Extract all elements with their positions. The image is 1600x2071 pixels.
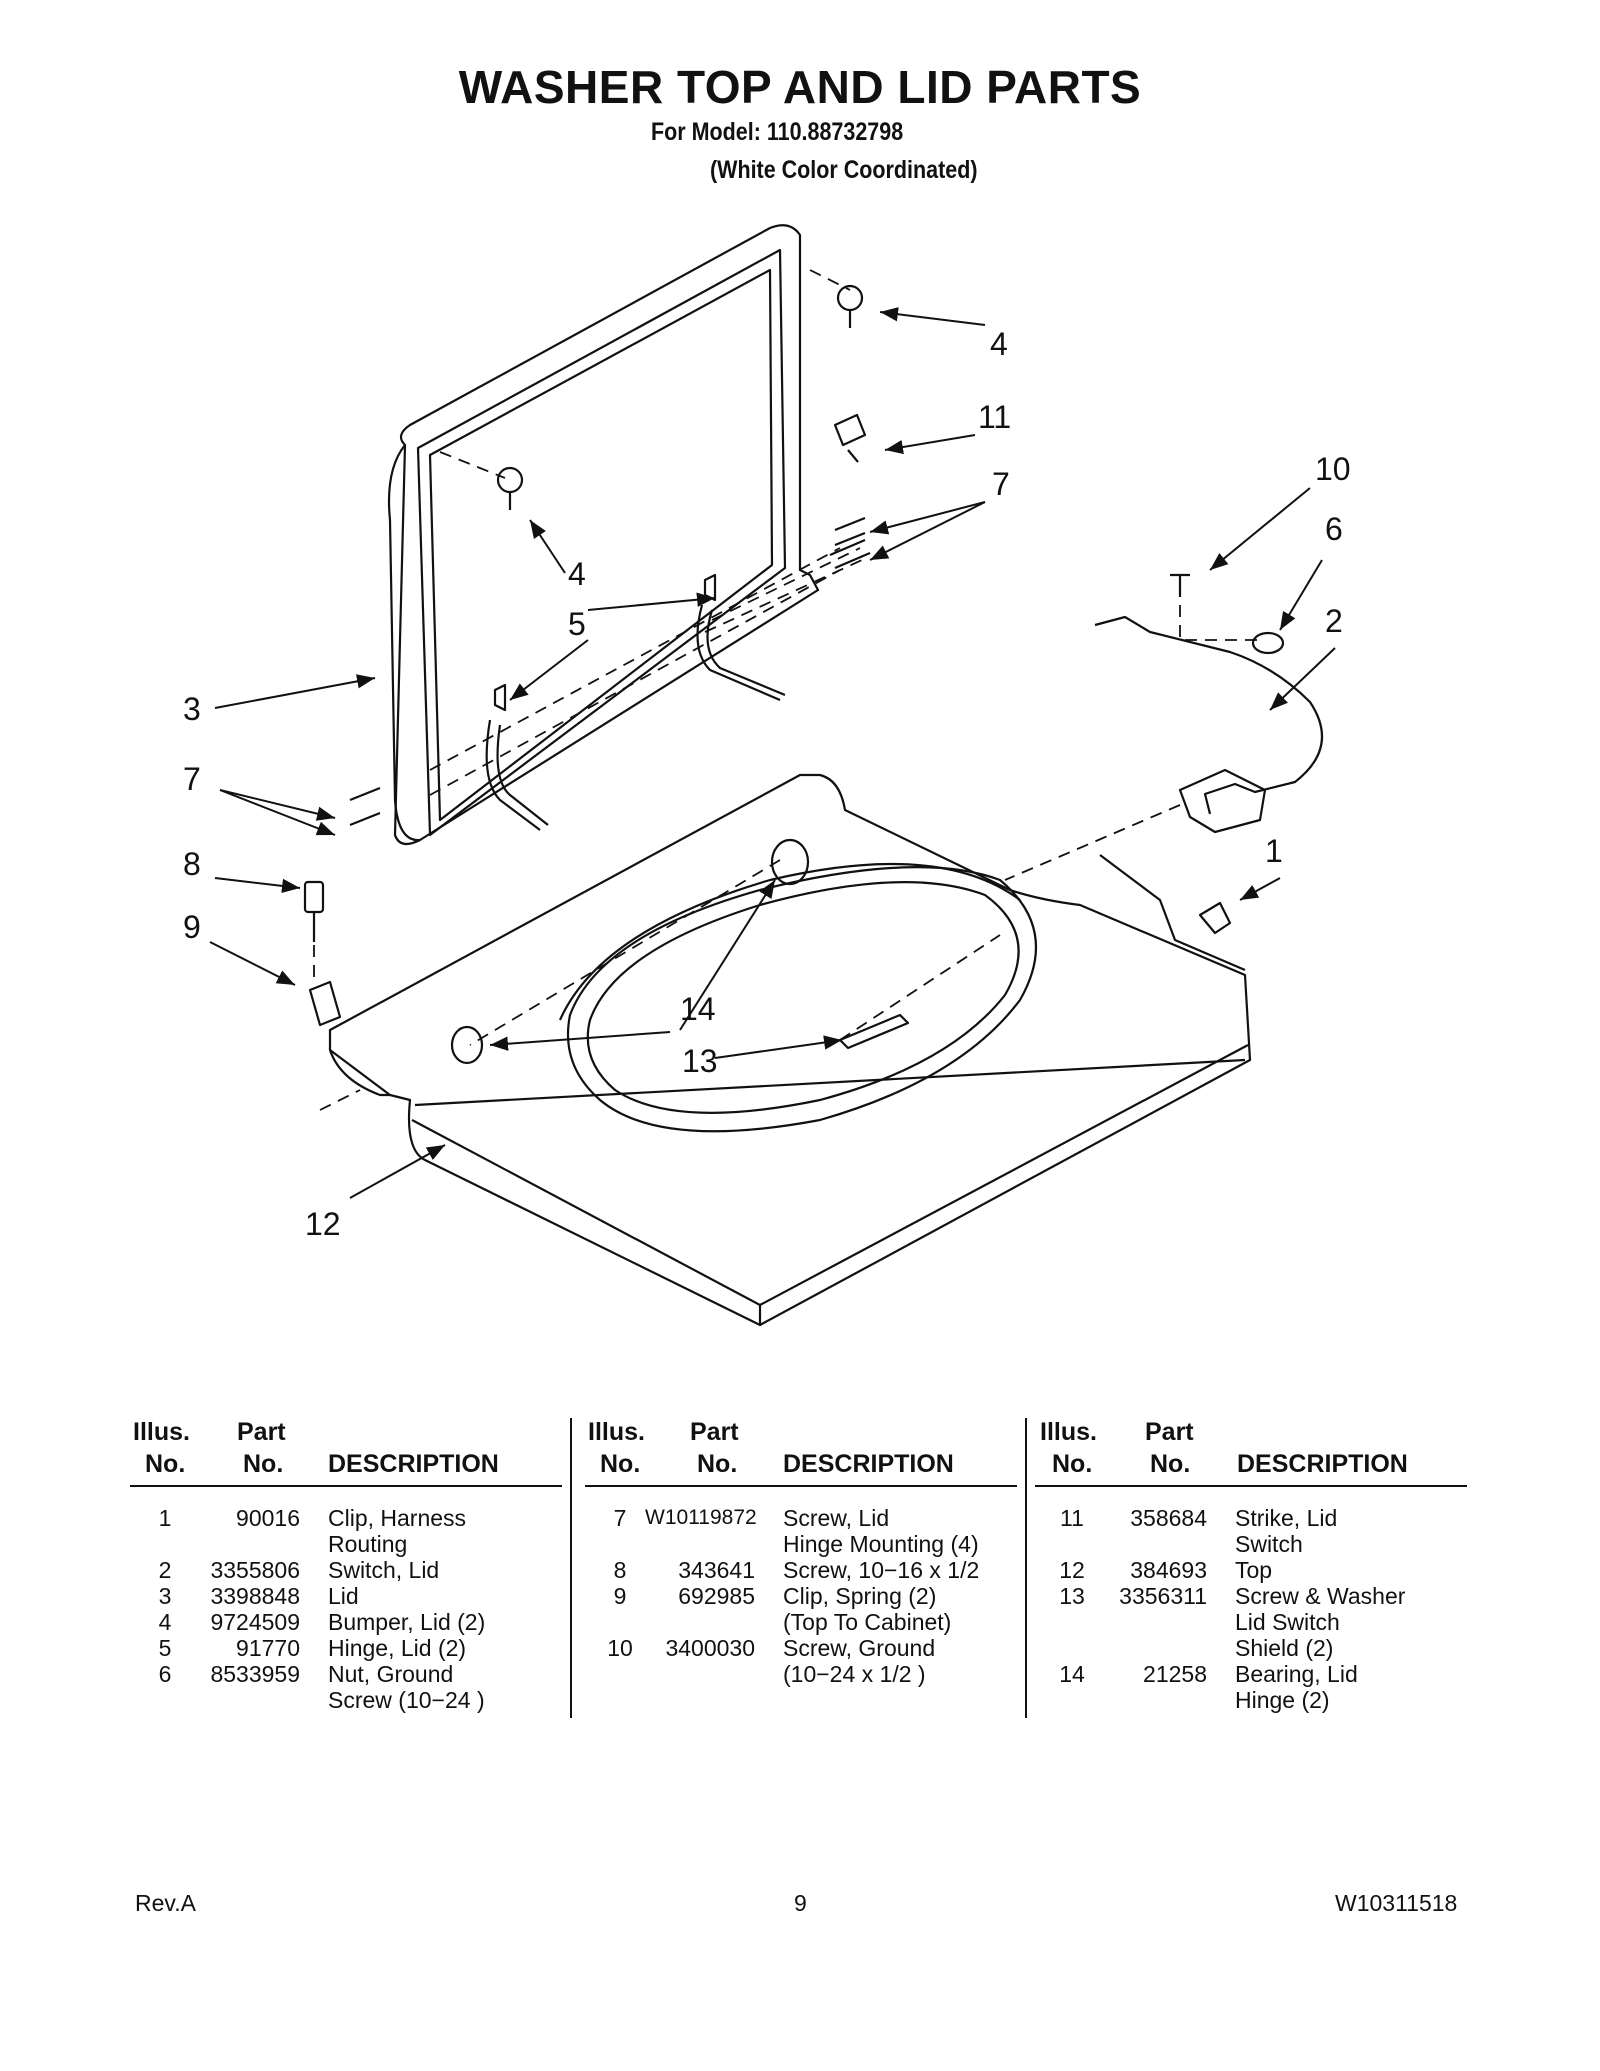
callout-label: 8 bbox=[183, 846, 201, 882]
part-no-header: No. bbox=[243, 1450, 284, 1478]
part-header: Part bbox=[690, 1418, 739, 1446]
callout-label: 12 bbox=[305, 1206, 341, 1242]
callout-label: 7 bbox=[183, 761, 201, 797]
illus-number: 13 bbox=[1059, 1583, 1085, 1609]
part-description: Screw, Lid Hinge Mounting (4) bbox=[783, 1505, 979, 1557]
lid-drawing bbox=[387, 224, 820, 846]
illus-number: 11 bbox=[1060, 1505, 1084, 1531]
description-header: DESCRIPTION bbox=[328, 1450, 499, 1478]
illus-no-header: No. bbox=[1052, 1450, 1093, 1478]
callout-label: 10 bbox=[1315, 451, 1351, 487]
callout-label: 9 bbox=[183, 909, 201, 945]
part-header: Part bbox=[237, 1418, 286, 1446]
part-description: Switch, Lid bbox=[328, 1557, 440, 1583]
callout-label: 14 bbox=[680, 991, 716, 1027]
part-number: 9724509 bbox=[210, 1609, 300, 1635]
part-number: 3398848 bbox=[210, 1583, 300, 1609]
illus-number: 3 bbox=[158, 1583, 172, 1609]
part-description: Strike, Lid Switch bbox=[1235, 1505, 1338, 1557]
illus-number: 8 bbox=[613, 1557, 627, 1583]
callout-label: 3 bbox=[183, 691, 201, 727]
callout-label: 1 bbox=[1265, 833, 1283, 869]
illus-number: 9 bbox=[613, 1583, 627, 1609]
callout-label: 13 bbox=[682, 1043, 718, 1079]
illus-no-header: No. bbox=[145, 1450, 186, 1478]
header-rule bbox=[130, 1485, 562, 1487]
column-divider bbox=[1025, 1418, 1027, 1718]
part-number: 3356311 bbox=[1119, 1583, 1207, 1609]
callout-label: 4 bbox=[990, 326, 1008, 362]
revision-label: Rev.A bbox=[135, 1890, 196, 1916]
part-number: 90016 bbox=[236, 1505, 300, 1531]
callout-label: 5 bbox=[568, 606, 586, 642]
model-subtitle: For Model: 110.88732798 bbox=[651, 118, 904, 146]
illus-header: Illus. bbox=[588, 1418, 645, 1446]
part-number: 343641 bbox=[678, 1557, 755, 1583]
part-description: Clip, Harness Routing bbox=[328, 1505, 467, 1557]
part-description: Nut, Ground Screw (10−24 ) bbox=[328, 1661, 485, 1713]
illus-header: Illus. bbox=[133, 1418, 190, 1446]
part-number: 384693 bbox=[1130, 1557, 1207, 1583]
part-description: Bearing, Lid Hinge (2) bbox=[1235, 1661, 1358, 1713]
part-number: 21258 bbox=[1143, 1661, 1207, 1687]
header-rule bbox=[585, 1485, 1017, 1487]
part-number: 91770 bbox=[236, 1635, 300, 1661]
illus-no-header: No. bbox=[600, 1450, 641, 1478]
part-header: Part bbox=[1145, 1418, 1194, 1446]
leader-arrows bbox=[209, 307, 1336, 1199]
assembly-lines bbox=[313, 269, 1265, 1111]
illus-header: Illus. bbox=[1040, 1418, 1097, 1446]
part-description: Clip, Spring (2) (Top To Cabinet) bbox=[783, 1583, 952, 1635]
part-number: 358684 bbox=[1130, 1505, 1207, 1531]
illus-number: 14 bbox=[1059, 1661, 1085, 1687]
page-number: 9 bbox=[794, 1890, 807, 1916]
document-number: W10311518 bbox=[1335, 1890, 1458, 1916]
callout-label: 4 bbox=[568, 556, 586, 592]
header-rule bbox=[1035, 1485, 1467, 1487]
illus-number: 10 bbox=[607, 1635, 633, 1661]
callout-label: 11 bbox=[978, 399, 1011, 435]
illus-number: 1 bbox=[158, 1505, 172, 1531]
illus-number: 2 bbox=[158, 1557, 172, 1583]
callout-numbers: 4 11 7 10 6 4 5 2 3 7 1 8 9 14 13 12 bbox=[183, 326, 1351, 1242]
description-header: DESCRIPTION bbox=[783, 1450, 954, 1478]
callout-label: 6 bbox=[1325, 511, 1343, 547]
part-description: Screw & Washer Lid Switch Shield (2) bbox=[1235, 1583, 1406, 1661]
part-no-header: No. bbox=[697, 1450, 738, 1478]
illus-number: 4 bbox=[158, 1609, 172, 1635]
illus-number: 7 bbox=[613, 1505, 627, 1531]
part-description: Hinge, Lid (2) bbox=[328, 1635, 467, 1661]
illus-number: 6 bbox=[158, 1661, 172, 1687]
part-description: Top bbox=[1235, 1557, 1273, 1583]
callout-label: 7 bbox=[992, 466, 1010, 502]
part-description: Bumper, Lid (2) bbox=[328, 1609, 486, 1635]
part-number: 692985 bbox=[678, 1583, 755, 1609]
part-description: Screw, 10−16 x 1/2 bbox=[783, 1557, 980, 1583]
hardware-parts bbox=[303, 284, 1324, 1065]
part-description: Screw, Ground (10−24 x 1/2 ) bbox=[783, 1635, 936, 1687]
exploded-parts-diagram: 4 11 7 10 6 4 5 2 3 7 1 8 9 14 13 12 bbox=[183, 224, 1351, 1327]
part-number: 8533959 bbox=[210, 1661, 300, 1687]
part-description: Lid bbox=[328, 1583, 359, 1609]
part-number: W10119872 bbox=[645, 1506, 757, 1529]
page-title: WASHER TOP AND LID PARTS bbox=[458, 61, 1142, 113]
column-divider bbox=[570, 1418, 572, 1718]
description-header: DESCRIPTION bbox=[1237, 1450, 1408, 1478]
washer-top-drawing bbox=[328, 773, 1252, 1327]
illus-number: 5 bbox=[158, 1635, 172, 1661]
part-number: 3400030 bbox=[665, 1635, 755, 1661]
callout-label: 2 bbox=[1325, 603, 1343, 639]
part-no-header: No. bbox=[1150, 1450, 1191, 1478]
illus-number: 12 bbox=[1059, 1557, 1085, 1583]
part-number: 3355806 bbox=[210, 1557, 300, 1583]
color-subtitle: (White Color Coordinated) bbox=[710, 156, 978, 184]
